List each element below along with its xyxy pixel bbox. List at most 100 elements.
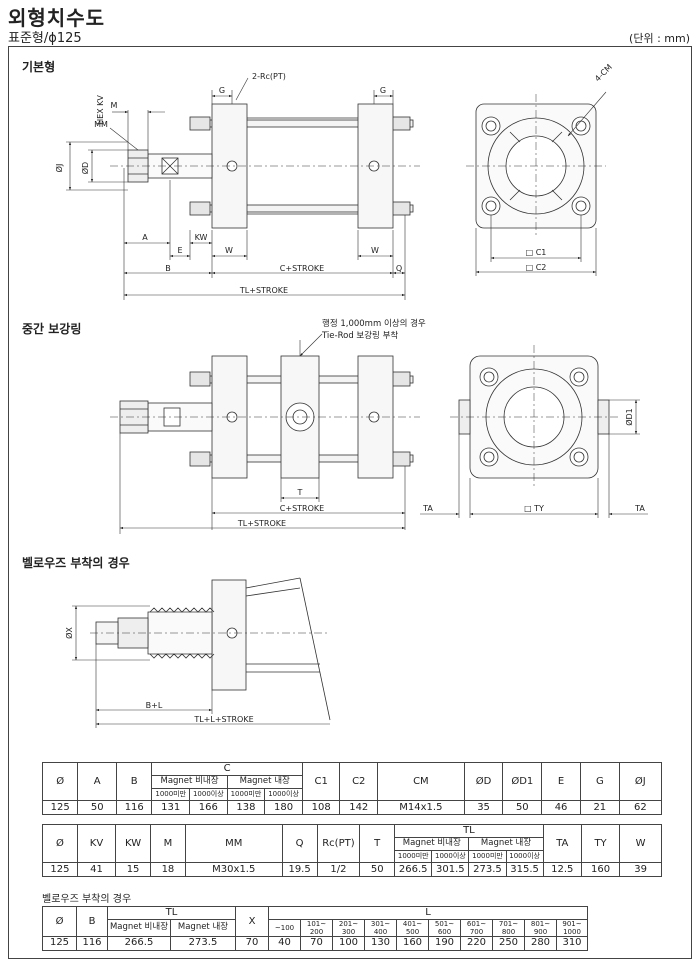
t2-h-lt1000-a: 1000미만	[394, 850, 433, 863]
spec-table-1: Ø A B C C1 C2 CM ØD ØD1 E G ØJ Magnet 비내…	[41, 762, 663, 815]
t3-h-range-6: 501~600	[428, 918, 461, 937]
t1-h-oj: ØJ	[618, 762, 663, 801]
t3-h-mag-in: Magnet 내장	[170, 918, 236, 937]
bellows-dimensions	[72, 605, 330, 728]
t3-h-b: B	[76, 906, 108, 937]
t3-h-x: X	[235, 906, 269, 937]
t2-h-lt1000-b: 1000미만	[468, 850, 507, 863]
section-bellows-title: 벨로우즈 부착의 경우	[22, 556, 130, 570]
t3-cell: 40	[268, 935, 301, 951]
t2-h-bore: Ø	[42, 824, 78, 863]
page-subtitle: 표준형/ϕ125	[8, 31, 82, 46]
basic-end-view	[466, 91, 607, 238]
dim-q: Q	[396, 264, 402, 273]
dim-ta-right: TA	[634, 504, 645, 513]
t1-h-cm: CM	[377, 762, 465, 801]
t2-h-mm: MM	[184, 824, 283, 863]
dim-ta-left: TA	[422, 504, 433, 513]
t1-cell: 166	[189, 800, 228, 815]
t1-h-g: G	[579, 762, 620, 801]
t3-cell: 70	[235, 935, 269, 951]
t3-cell: 100	[332, 935, 365, 951]
t2-h-mag-in: Magnet 내장	[468, 837, 544, 851]
t1-h-c2: C2	[339, 762, 379, 801]
t3-range-from: 901~	[562, 919, 582, 928]
t1-h-b: B	[116, 762, 153, 801]
dim-g-right: G	[380, 86, 386, 95]
t3-cell: 130	[364, 935, 397, 951]
t3-cell: 125	[42, 935, 77, 951]
dim-od1: ØD1	[624, 408, 634, 426]
t3-h-range-2: 101~200	[300, 918, 333, 937]
t2-h-t: T	[359, 824, 396, 863]
dim-g-left: G	[219, 86, 225, 95]
t1-cell: 50	[502, 800, 543, 815]
middle-end-view	[450, 345, 618, 488]
t2-h-kw: KW	[115, 824, 151, 863]
dim-a: A	[142, 233, 148, 242]
t3-range-to: 1000	[563, 927, 581, 936]
t1-h-od: ØD	[463, 762, 504, 801]
t3-cell: 220	[460, 935, 493, 951]
section-middle-title: 중간 보강링	[22, 322, 82, 336]
t2-h-rc: Rc(PT)	[316, 824, 361, 863]
t3-h-l: L	[268, 906, 588, 920]
t2-h-m: M	[150, 824, 186, 863]
t2-h-ta: TA	[542, 824, 582, 863]
t2-cell: 301.5	[431, 862, 470, 877]
basic-side-dimensions	[66, 77, 406, 300]
t2-cell: 12.5	[542, 862, 582, 877]
middle-note-line2: Tie-Rod 보강링 부착	[321, 330, 398, 341]
t3-range-from: ~100	[274, 923, 295, 932]
dim-ty: □ TY	[524, 504, 544, 513]
bellows-table-title: 벨로우즈 부착의 경우	[42, 894, 132, 905]
t3-h-range-1: ~100	[268, 918, 301, 937]
dim-e: E	[177, 246, 182, 255]
dim-b: B	[165, 264, 171, 273]
dim-c-stroke: C+STROKE	[280, 264, 324, 273]
t2-cell: M30x1.5	[184, 862, 283, 877]
t3-range-to: 300	[341, 927, 356, 936]
t1-cell: 35	[463, 800, 504, 815]
t1-cell: 131	[151, 800, 191, 815]
t3-range-to: 700	[469, 927, 484, 936]
dim-tl-stroke: TL+STROKE	[239, 286, 288, 295]
t2-cell: 18	[150, 862, 186, 877]
t2-cell: 15	[115, 862, 151, 877]
dim-w-right: W	[371, 246, 379, 255]
t2-cell: 160	[580, 862, 621, 877]
t2-cell: 50	[359, 862, 396, 877]
t3-range-to: 200	[309, 927, 324, 936]
t1-h-ge1000-b: 1000이상	[264, 788, 303, 801]
drawing-frame	[8, 46, 692, 959]
t3-cell: 310	[556, 935, 588, 951]
t3-range-from: 201~	[338, 919, 359, 928]
dim-kw: KW	[195, 233, 208, 242]
t3-h-range-7: 601~700	[460, 918, 493, 937]
t3-h-range-9: 801~900	[524, 918, 557, 937]
t2-cell: 39	[619, 862, 662, 877]
t3-range-from: 601~	[466, 919, 487, 928]
t1-cell: M14x1.5	[377, 800, 465, 815]
bellows-view	[90, 577, 331, 721]
t1-cell: 138	[226, 800, 266, 815]
t1-h-ge1000-a: 1000이상	[189, 788, 228, 801]
t3-range-from: 301~	[370, 919, 391, 928]
t3-h-range-10: 901~1000	[556, 918, 588, 937]
t3-cell: 280	[524, 935, 557, 951]
t1-cell: 50	[77, 800, 118, 815]
t1-cell: 180	[264, 800, 303, 815]
t3-range-to: 900	[533, 927, 548, 936]
t3-range-from: 701~	[498, 919, 519, 928]
t3-range-to: 600	[437, 927, 452, 936]
page-title: 외형치수도	[8, 6, 105, 30]
t1-h-e: E	[541, 762, 581, 801]
t3-range-to: 500	[405, 927, 420, 936]
dim-ox: ØX	[64, 627, 74, 639]
spec-table-3: Ø B TL X L Magnet 비내장 Magnet 내장 ~100 101…	[42, 906, 588, 951]
t1-h-bore: Ø	[41, 762, 79, 801]
t3-cell: 116	[76, 935, 108, 951]
t3-h-bore: Ø	[42, 906, 77, 937]
dim-oj: ØJ	[54, 164, 64, 173]
